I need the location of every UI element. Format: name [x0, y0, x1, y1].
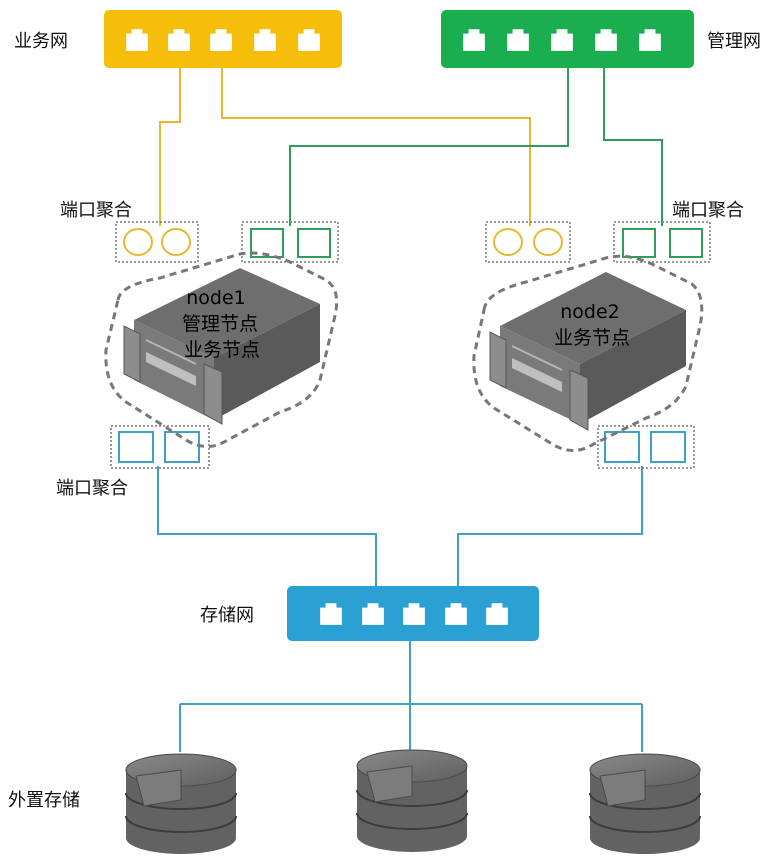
- storage-switch: [287, 586, 539, 641]
- node2-business-port-group: [485, 221, 571, 263]
- management-switch: [441, 10, 694, 68]
- node2-management-port-group: [613, 221, 711, 263]
- storage-disk-1: [125, 753, 237, 854]
- node1-server: [104, 251, 339, 448]
- business-link-node2: [221, 68, 531, 226]
- node2-role-1: 业务节点: [554, 327, 630, 349]
- storage-disk-3: [589, 753, 701, 854]
- business-switch: [104, 10, 342, 68]
- node2-name: node2: [560, 301, 620, 323]
- node2-dashed-outline: [472, 254, 704, 452]
- external-storage-label: 外置存储: [8, 790, 80, 811]
- node2-storage-port-group: [597, 425, 695, 469]
- node1-role-1: 管理节点: [182, 313, 258, 335]
- business-link-node1: [159, 68, 181, 226]
- management-link-node2: [603, 68, 663, 226]
- business-network-label: 业务网: [14, 31, 68, 52]
- storage-network-label: 存储网: [200, 605, 254, 626]
- storage-disk-2: [356, 749, 468, 852]
- management-links: [289, 68, 663, 226]
- port-aggregation-label-node1-top: 端口聚合: [60, 200, 132, 221]
- management-link-node1: [289, 68, 569, 226]
- node1-dashed-outline: [104, 251, 339, 448]
- management-network-label: 管理网: [707, 31, 761, 52]
- storage-links: [157, 466, 643, 752]
- port-aggregation-label-node1-bottom: 端口聚合: [56, 478, 128, 499]
- node1-storage-port-group: [110, 425, 210, 469]
- node1-business-port-group: [115, 221, 199, 263]
- business-links: [159, 68, 531, 226]
- node1-management-port-group: [241, 221, 339, 263]
- node2-server: [472, 254, 704, 452]
- port-aggregation-label-node2-top: 端口聚合: [672, 200, 744, 221]
- node1-name: node1: [186, 287, 246, 309]
- storage-link-node1: [157, 466, 377, 588]
- storage-link-node2: [457, 466, 643, 588]
- node1-role-2: 业务节点: [184, 339, 260, 361]
